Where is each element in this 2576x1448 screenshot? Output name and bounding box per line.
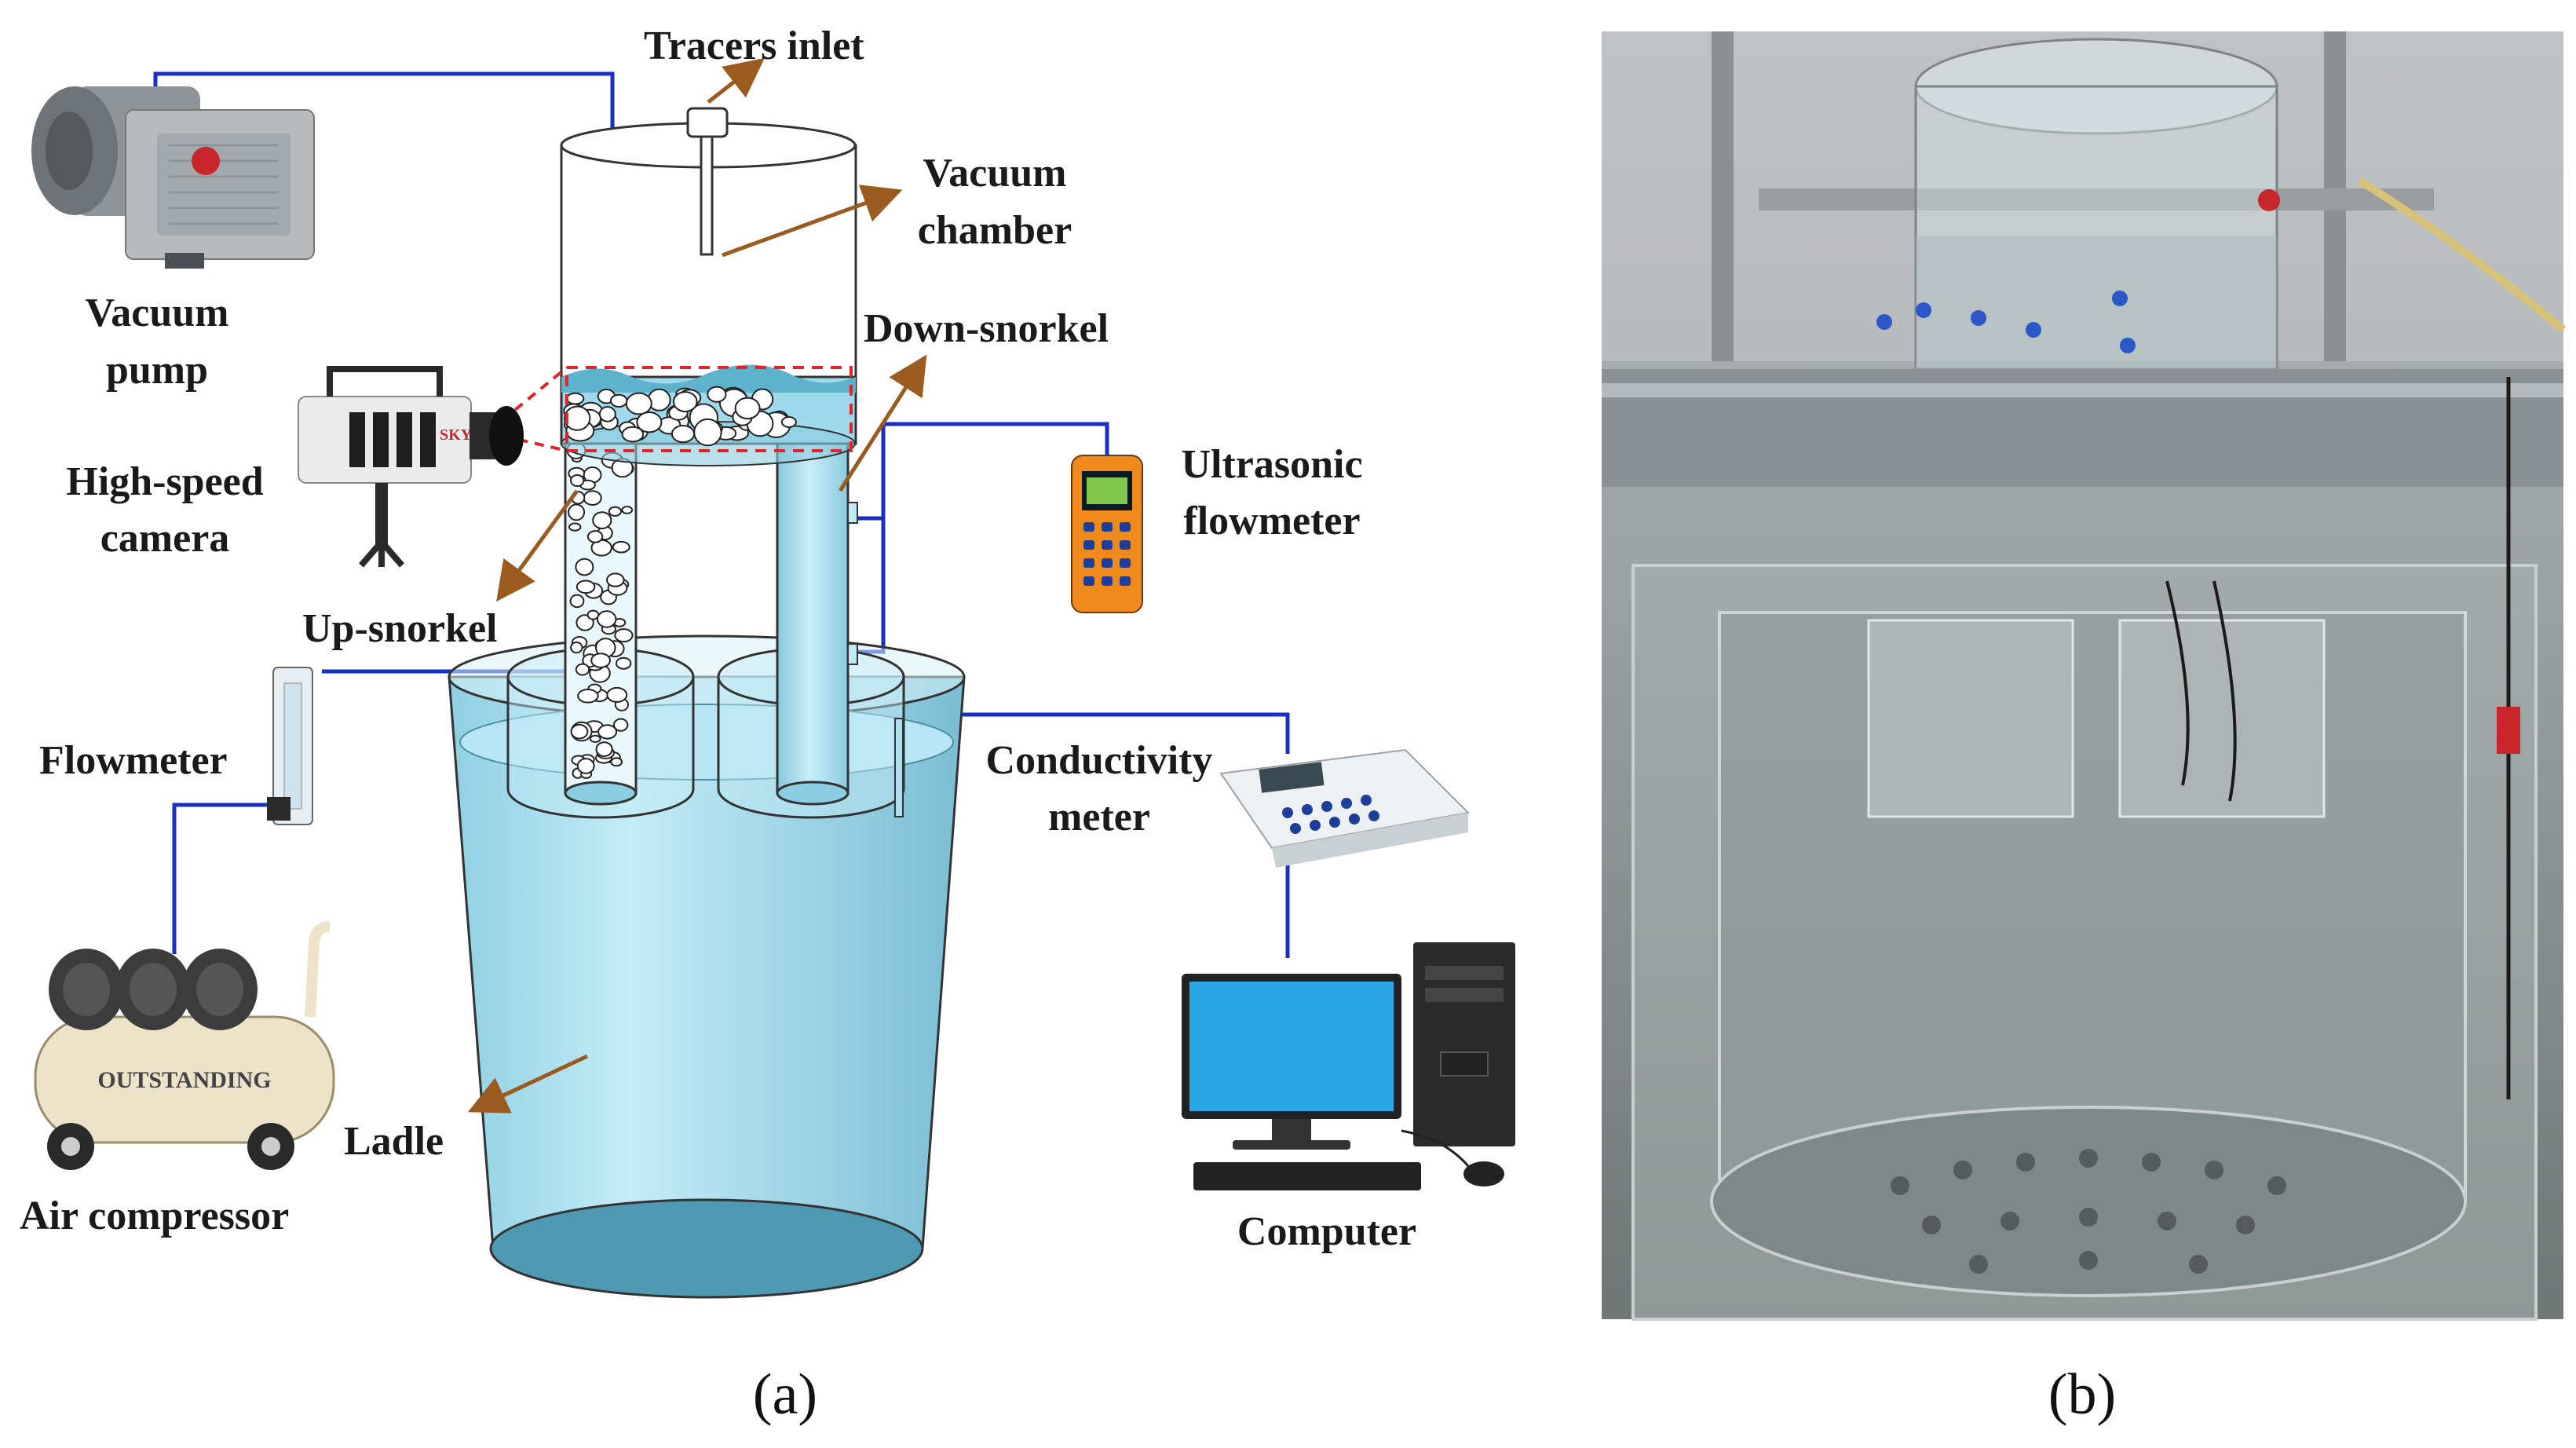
vacuum-pump-image xyxy=(31,86,315,269)
bubble xyxy=(613,718,629,732)
bubble xyxy=(616,656,632,670)
vacuum-pump-label-line2: pump xyxy=(106,348,208,393)
conductivity-meter-image xyxy=(1219,748,1471,868)
conductivity-probe xyxy=(894,718,904,817)
bubble xyxy=(608,506,623,517)
bubble xyxy=(576,758,595,774)
camera-brand-text: SKY xyxy=(440,426,473,444)
computer-image xyxy=(1182,942,1515,1190)
bubble xyxy=(575,558,594,576)
panel-a-schematic: SKY xyxy=(20,24,1515,1427)
bubble xyxy=(569,594,585,609)
bubble xyxy=(566,392,585,405)
bubble xyxy=(570,642,583,654)
ultrasonic-flowmeter-label-line1: Ultrasonic xyxy=(1181,442,1362,487)
bubble xyxy=(583,490,602,506)
compressor-brand-text: OUTSTANDING xyxy=(97,1067,271,1093)
bubble xyxy=(568,503,586,521)
diagram-labels: Tracers inlet Vacuum chamber Vacuum pump… xyxy=(20,24,1416,1254)
bubble xyxy=(610,393,628,408)
air-compressor-image: OUTSTANDING xyxy=(34,921,335,1170)
vacuum-chamber-label-line2: chamber xyxy=(918,208,1072,253)
flowmeter-label: Flowmeter xyxy=(39,738,228,783)
high-speed-camera-label-line2: camera xyxy=(100,516,230,561)
bubble xyxy=(595,741,613,757)
bubble xyxy=(606,686,628,703)
vacuum-chamber-label-line1: Vacuum xyxy=(923,151,1066,196)
bubble xyxy=(570,723,589,740)
bubble xyxy=(625,392,652,415)
ultrasonic-flowmeter-image xyxy=(1071,455,1143,613)
bubble xyxy=(575,580,596,594)
bubble xyxy=(673,391,698,413)
bubble xyxy=(693,418,722,447)
bubble xyxy=(586,530,604,543)
photo-upper-frame xyxy=(1602,31,2567,371)
tracers-inlet-label: Tracers inlet xyxy=(644,24,864,68)
bubble xyxy=(564,405,591,431)
bubble xyxy=(577,689,599,704)
panel-b-photograph: (b) xyxy=(1602,31,2567,1427)
bubble xyxy=(707,386,727,403)
conductivity-meter-label-line1: Conductivity xyxy=(986,738,1213,783)
conductivity-meter-label-line2: meter xyxy=(1048,795,1150,839)
down-snorkel xyxy=(776,438,858,806)
bubble xyxy=(570,474,585,487)
bubble xyxy=(734,397,761,420)
air-compressor-label: Air compressor xyxy=(20,1194,289,1238)
vacuum-pump-label-line1: Vacuum xyxy=(85,291,228,335)
up-snorkel-label: Up-snorkel xyxy=(302,606,497,651)
vacuum-chamber xyxy=(560,107,857,466)
bubble xyxy=(575,663,590,676)
bubble xyxy=(670,425,696,444)
high-speed-camera-image: SKY xyxy=(298,366,524,568)
down-snorkel-label: Down-snorkel xyxy=(864,306,1109,351)
bubble xyxy=(568,522,582,532)
annotation-arrows xyxy=(467,57,927,1113)
bubble xyxy=(597,610,617,628)
high-speed-camera-label-line1: High-speed xyxy=(66,459,263,504)
bubble xyxy=(636,411,663,433)
panel-b-caption: (b) xyxy=(2048,1362,2116,1427)
photo-lower-tank xyxy=(1631,377,2538,1321)
bubble xyxy=(780,416,797,428)
bubble xyxy=(598,406,616,422)
up-snorkel xyxy=(564,407,638,806)
bubble xyxy=(590,653,611,668)
bubble xyxy=(612,540,630,554)
bubble xyxy=(597,724,618,740)
bubble xyxy=(606,572,625,587)
computer-label: Computer xyxy=(1237,1209,1416,1254)
ultrasonic-flowmeter-label-line2: flowmeter xyxy=(1183,499,1360,543)
bubble xyxy=(621,506,634,514)
ladle-label: Ladle xyxy=(344,1119,444,1164)
bubble xyxy=(592,511,612,529)
bubble xyxy=(614,628,634,643)
surface-bubbles xyxy=(563,386,797,447)
panel-a-caption: (a) xyxy=(753,1362,817,1427)
camera-view-lines xyxy=(501,366,568,452)
rotameter-image xyxy=(267,667,313,825)
bubble xyxy=(589,734,601,744)
bubble xyxy=(621,426,645,443)
bubble xyxy=(610,757,623,767)
